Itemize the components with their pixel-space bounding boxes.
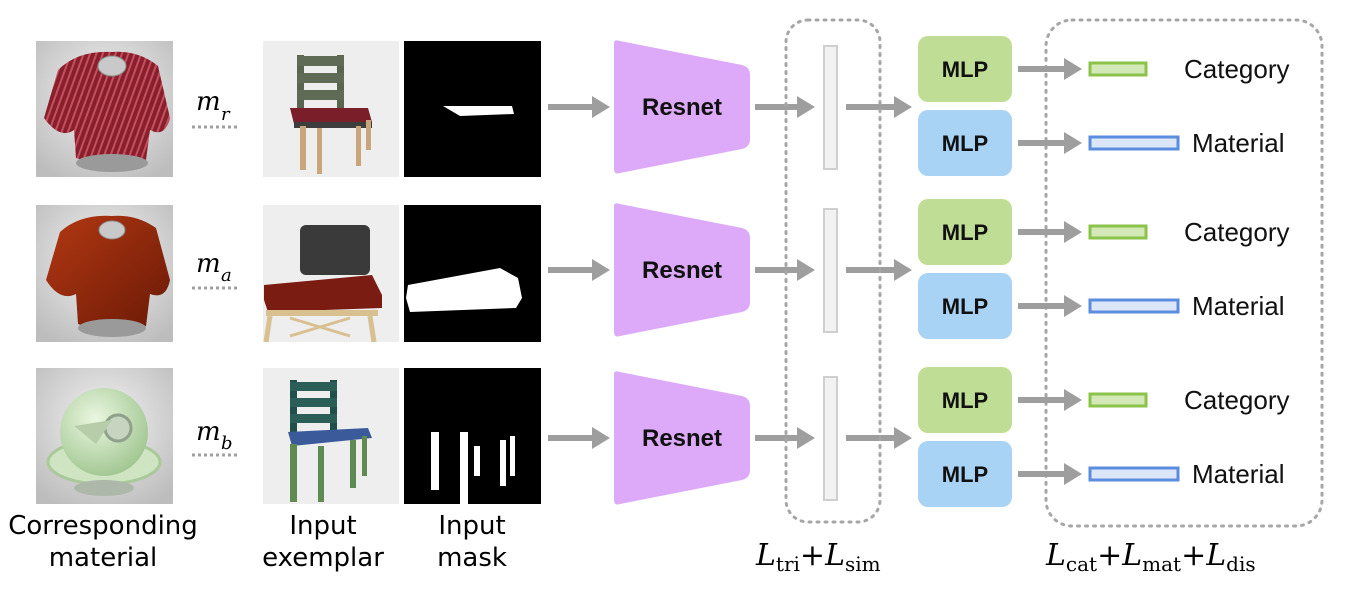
arrow-to-encoder [548, 427, 610, 449]
resnet-encoder: Resnet [614, 371, 750, 505]
material-output-vector [1088, 466, 1180, 482]
mlp-label: MLP [942, 57, 988, 82]
arrow-to-output [1018, 389, 1082, 411]
loss-subscript: mat [1142, 552, 1181, 576]
material-subscript: b [221, 433, 233, 454]
loss-subscript: dis [1226, 552, 1255, 576]
row-1: m r [36, 41, 541, 177]
mlp-head: MLP [918, 36, 1012, 102]
material-label: Material [1192, 291, 1284, 321]
category-output-vector [1088, 61, 1148, 77]
arrow-to-feature [755, 259, 815, 281]
input-exemplar-chair [263, 41, 399, 177]
category-output-vector [1088, 224, 1148, 240]
label-input-exemplar: Input exemplar [262, 511, 384, 573]
loss-plus: + [800, 538, 825, 573]
arrow-to-output [1018, 295, 1082, 317]
arrow-to-heads [846, 96, 912, 118]
category-label: Category [1184, 217, 1290, 247]
svg-text:Ltri+Lsim: Ltri+Lsim [755, 538, 881, 576]
material-tag-b: m b [192, 417, 238, 457]
mlp-label: MLP [942, 462, 988, 487]
loss-plus: + [1181, 538, 1206, 573]
input-exemplar-chair [263, 205, 399, 343]
material-render-b [36, 368, 173, 504]
arrow-to-heads [846, 259, 912, 281]
arrow-to-output [1018, 221, 1082, 243]
mlp-label: MLP [942, 388, 988, 413]
output-loss-box [1044, 18, 1324, 528]
material-subscript: r [221, 104, 231, 125]
resnet-label: Resnet [642, 94, 722, 121]
material-label: Material [1192, 128, 1284, 158]
loss-subscript: tri [776, 552, 800, 576]
loss-label-left: Ltri+Lsim [755, 538, 881, 576]
arrow-to-heads [846, 427, 912, 449]
resnet-encoder: Resnet [614, 40, 750, 174]
category-output-vector [1088, 392, 1148, 408]
category-label: Category [1184, 54, 1290, 84]
material-output-vector [1088, 298, 1180, 314]
row-2: m a [36, 205, 541, 343]
loss-subscript: sim [845, 552, 881, 576]
feature-vector [823, 208, 838, 333]
mlp-label: MLP [942, 220, 988, 245]
mlp-head: MLP [918, 199, 1012, 265]
arrow-to-output [1018, 132, 1082, 154]
loss-plus: + [1097, 538, 1122, 573]
material-symbol: m [196, 87, 221, 117]
mlp-head: MLP [918, 367, 1012, 433]
category-label: Category [1184, 385, 1290, 415]
resnet-label: Resnet [642, 425, 722, 452]
loss-symbol: L [1121, 538, 1142, 573]
arrow-to-encoder [548, 96, 610, 118]
label-corresponding-material: Corresponding material [8, 511, 198, 573]
material-symbol: m [196, 417, 221, 447]
arrow-to-feature [755, 96, 815, 118]
embedding-loss-box [784, 18, 882, 524]
input-exemplar-chair [263, 368, 399, 504]
material-subscript: a [221, 265, 232, 286]
loss-subscript: cat [1066, 552, 1097, 576]
loss-symbol: L [755, 538, 776, 573]
material-render-a [36, 205, 173, 342]
loss-symbol: L [1045, 538, 1066, 573]
material-output-vector [1088, 135, 1180, 151]
arrow-to-feature [755, 427, 815, 449]
material-tag-r: m r [192, 87, 238, 129]
mlp-head: MLP [918, 273, 1012, 339]
arrow-to-encoder [548, 259, 610, 281]
row-3: m b [36, 368, 541, 504]
mlp-label: MLP [942, 131, 988, 156]
input-mask [404, 368, 541, 504]
feature-vector [823, 45, 838, 170]
loss-symbol: L [1205, 538, 1226, 573]
material-symbol: m [196, 249, 221, 279]
resnet-label: Resnet [642, 257, 722, 284]
loss-label-right: Lcat+Lmat+Ldis [1045, 538, 1256, 576]
arrow-to-output [1018, 463, 1082, 485]
arrow-to-output [1018, 58, 1082, 80]
feature-vector [823, 376, 838, 501]
mlp-label: MLP [942, 294, 988, 319]
material-render-r [36, 41, 173, 177]
label-input-mask: Input mask [437, 511, 507, 573]
input-mask [404, 41, 541, 177]
material-tag-a: m a [192, 249, 238, 290]
mlp-head: MLP [918, 110, 1012, 176]
svg-text:Lcat+Lmat+Ldis: Lcat+Lmat+Ldis [1045, 538, 1256, 576]
mlp-head: MLP [918, 441, 1012, 507]
resnet-encoder: Resnet [614, 203, 750, 337]
material-label: Material [1192, 459, 1284, 489]
input-mask [404, 205, 541, 342]
loss-symbol: L [824, 538, 845, 573]
